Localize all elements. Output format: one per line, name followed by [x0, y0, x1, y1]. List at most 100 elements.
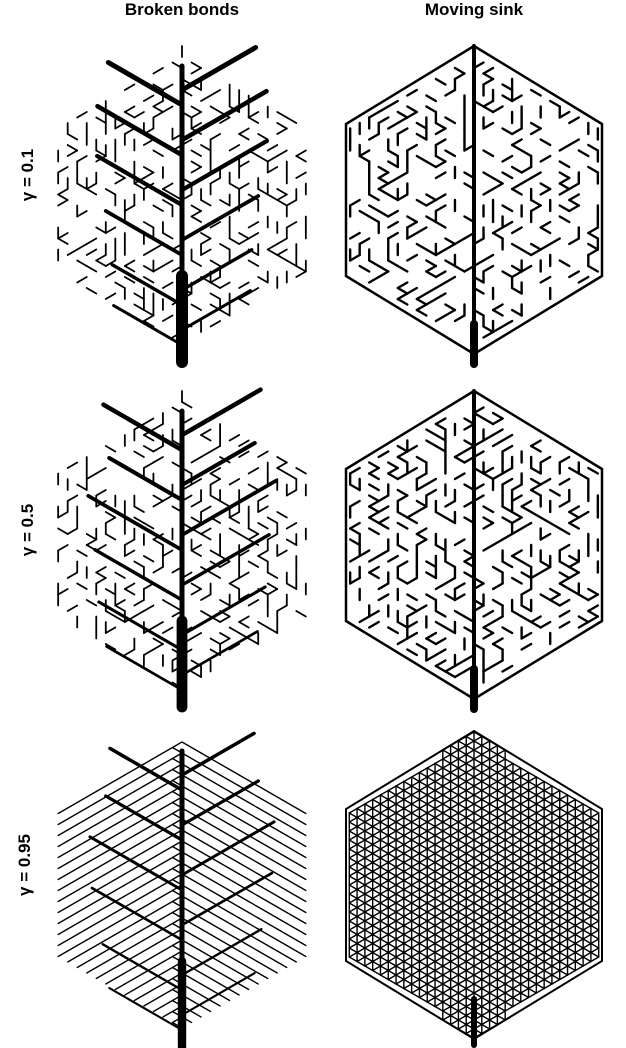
lattice-bond: [521, 849, 529, 854]
lattice-bond: [536, 849, 544, 854]
lattice-bond: [443, 894, 451, 899]
lattice-bond: [591, 849, 599, 854]
lattice-bond: [521, 804, 529, 809]
lattice-bond: [443, 957, 451, 962]
lattice-bond: [388, 854, 396, 859]
lattice-bond: [357, 899, 365, 904]
lattice-bond: [404, 917, 412, 922]
lattice-bond: [412, 786, 420, 791]
lattice-bond: [435, 957, 443, 962]
lattice-bond: [513, 894, 521, 899]
lattice-bond: [451, 939, 459, 944]
lattice-bond: [466, 894, 474, 899]
lattice-bond: [365, 867, 373, 872]
lattice-bond: [404, 908, 412, 913]
lattice-bond: [490, 1011, 498, 1016]
lattice-bond: [474, 885, 482, 890]
lattice-bond: [497, 881, 505, 886]
lattice-bond: [497, 872, 505, 877]
lattice-bond: [482, 921, 490, 926]
lattice-bond: [365, 845, 373, 850]
lattice-bond: [474, 957, 482, 962]
lattice-bond: [552, 800, 560, 805]
lattice-bond: [513, 800, 521, 805]
lattice-bond: [529, 876, 537, 881]
lattice-bond: [482, 849, 490, 854]
lattice-bond: [474, 971, 482, 976]
lattice-bond: [544, 908, 552, 913]
lattice-bond: [568, 854, 576, 859]
lattice-bond: [513, 822, 521, 827]
lattice-bond: [560, 813, 568, 818]
lattice-bond: [458, 962, 466, 967]
lattice-bond: [529, 849, 537, 854]
lattice-bond: [466, 746, 474, 751]
lattice-bond: [505, 890, 513, 895]
lattice-bond: [505, 858, 513, 863]
lattice-bond: [349, 849, 357, 854]
lattice-bond: [349, 813, 357, 818]
lattice-bond: [536, 894, 544, 899]
lattice-bond: [474, 980, 482, 985]
lattice-bond: [412, 993, 420, 998]
lattice-bond: [451, 975, 459, 980]
lattice-bond: [497, 948, 505, 953]
lattice-bond: [482, 777, 490, 782]
lattice-bond: [458, 917, 466, 922]
lattice-bond: [427, 975, 435, 980]
lattice-bond: [560, 903, 568, 908]
lattice-bond: [435, 764, 443, 769]
lattice-bond: [521, 953, 529, 958]
lattice-bond: [482, 809, 490, 814]
lattice-bond: [380, 917, 388, 922]
lattice-bond: [427, 998, 435, 1003]
lattice-bond: [505, 782, 513, 787]
lattice-bond: [513, 980, 521, 985]
lattice-bond: [466, 980, 474, 985]
lattice-bond: [458, 921, 466, 926]
lattice-bond: [443, 921, 451, 926]
lattice-bond: [482, 1025, 490, 1030]
lattice-bond: [412, 854, 420, 859]
lattice-bond: [404, 831, 412, 836]
lattice-bond: [373, 845, 381, 850]
lattice-bond: [458, 939, 466, 944]
lattice-bond: [490, 849, 498, 854]
lattice-bond: [529, 908, 537, 913]
lattice-bond: [419, 872, 427, 877]
lattice-bond: [458, 863, 466, 868]
lattice-bond: [513, 773, 521, 778]
lattice-bond: [575, 890, 583, 895]
lattice-bond: [396, 984, 404, 989]
lattice-bond: [536, 840, 544, 845]
lattice-bond: [505, 899, 513, 904]
lattice-bond: [380, 800, 388, 805]
lattice-bond: [482, 759, 490, 764]
lattice-bond: [443, 845, 451, 850]
lattice-bond: [568, 845, 576, 850]
lattice-bond: [466, 899, 474, 904]
lattice-bond: [490, 845, 498, 850]
lattice-bond: [568, 863, 576, 868]
lattice-bond: [419, 962, 427, 967]
lattice-bond: [482, 948, 490, 953]
lattice-bond: [552, 908, 560, 913]
lattice-bond: [466, 962, 474, 967]
lattice-bond: [458, 831, 466, 836]
lattice-bond: [404, 948, 412, 953]
lattice-bond: [396, 939, 404, 944]
lattice-bond: [373, 876, 381, 881]
lattice-bond: [357, 836, 365, 841]
lattice-bond: [427, 953, 435, 958]
lattice-bond: [443, 818, 451, 823]
lattice-bond: [513, 939, 521, 944]
lattice-bond: [357, 935, 365, 940]
lattice-bond: [482, 908, 490, 913]
lattice-bond: [552, 845, 560, 850]
lattice-bond: [505, 948, 513, 953]
lattice-bond: [568, 948, 576, 953]
lattice-bond: [474, 773, 482, 778]
lattice-bond: [529, 980, 537, 985]
lattice-bond: [451, 759, 459, 764]
lattice-bond: [513, 791, 521, 796]
